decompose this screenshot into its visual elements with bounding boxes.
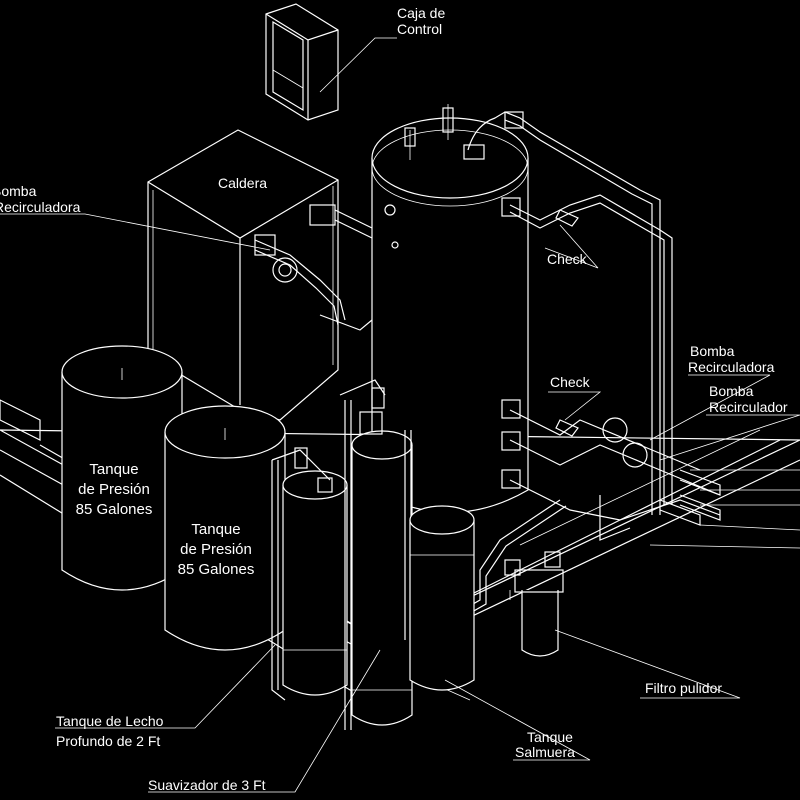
recirc-pump-left-label-2: Recirculadora bbox=[0, 199, 81, 215]
polish-filter bbox=[504, 551, 564, 657]
control-box-label-1: Caja de bbox=[397, 5, 445, 21]
deep-bed-tank-label-2: Profundo de 2 Ft bbox=[56, 733, 160, 749]
leader-lines bbox=[0, 37, 800, 793]
recirc-pump-right-1-label-1: Bomba bbox=[690, 343, 735, 359]
recirc-pump-right-1-label-2: Recirculadora bbox=[688, 359, 775, 375]
control-box bbox=[265, 3, 339, 121]
pressure-tank-2-label-2: de Presión bbox=[180, 541, 252, 558]
storage-tank bbox=[371, 104, 529, 514]
pressure-tank-2-label-3: 85 Galones bbox=[178, 561, 255, 578]
brine-tank-label-2: Salmuera bbox=[515, 744, 575, 760]
pressure-tank-1-label-3: 85 Galones bbox=[76, 501, 153, 518]
labels: Caja de Control Caldera Bomba Recirculad… bbox=[0, 5, 788, 793]
boiler-label: Caldera bbox=[218, 175, 267, 191]
recirc-pump-left-label-1: Bomba bbox=[0, 183, 37, 199]
control-box-label-2: Control bbox=[397, 21, 442, 37]
check-mid-label: Check bbox=[550, 374, 591, 390]
softener-label: Suavizador de 3 Ft bbox=[148, 777, 266, 793]
pressure-tank-1-label-1: Tanque bbox=[89, 461, 138, 478]
pressure-tank-1 bbox=[61, 345, 183, 591]
pressure-tank-2 bbox=[164, 405, 286, 651]
brine-tank-label-1: Tanque bbox=[527, 729, 573, 745]
softener bbox=[339, 379, 413, 730]
pressure-tank-1-label-2: de Presión bbox=[78, 481, 150, 498]
brine-tank bbox=[409, 505, 475, 691]
recirc-pump-right-2-label-1: Bomba bbox=[709, 383, 754, 399]
polish-filter-label: Filtro pulidor bbox=[645, 680, 722, 696]
pressure-tank-2-label-1: Tanque bbox=[191, 521, 240, 538]
check-top-label: Check bbox=[547, 251, 588, 267]
recirc-pump-right-2-label-2: Recirculador bbox=[709, 399, 788, 415]
boiler-pump bbox=[254, 204, 373, 331]
deep-bed-tank-label-1: Tanque de Lecho bbox=[56, 713, 164, 729]
deep-bed-tank bbox=[271, 447, 348, 701]
